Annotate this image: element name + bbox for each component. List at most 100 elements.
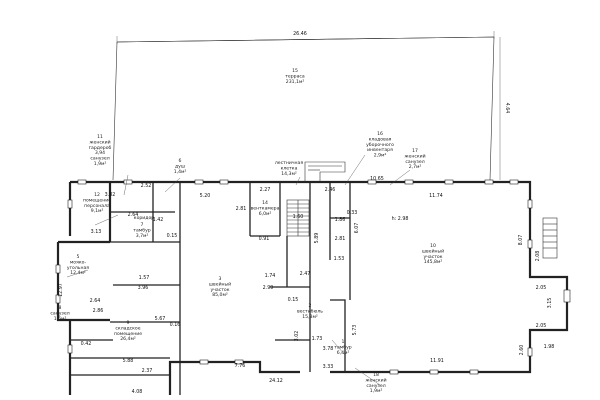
room-label-line: кладовая [369, 137, 392, 142]
dim-24-12: 24.12 [269, 378, 283, 384]
room-label-line: 12,4м² [70, 270, 86, 276]
dimension-labels: 26.46 4.64 5.20 11.74 10.65 2.27 2.46 2.… [58, 31, 554, 395]
exterior-walls [56, 180, 569, 395]
dim-2-64b: 2.64 [90, 298, 101, 304]
dim-2-05b: 2.05 [536, 323, 547, 329]
room-label-line: 1,6м² [54, 316, 67, 322]
room-label-line: 3 [219, 276, 222, 282]
room-label-line: швейный [209, 280, 231, 287]
room-label-line: терраса [285, 74, 305, 79]
dim-5-20: 5.20 [200, 193, 211, 199]
room-label-line: 6 [179, 158, 182, 164]
room-label-line: тамбур [334, 344, 352, 350]
dim-2-52: 2.52 [141, 183, 152, 189]
dim-2-05: 2.05 [536, 285, 547, 291]
room-label-line: 6,4м² [337, 350, 350, 356]
dim-0-16: 0.16 [170, 322, 181, 328]
dim-h-2-98: h: 2.98 [392, 216, 409, 222]
dim-2-37: 2.37 [142, 368, 153, 374]
dim-3-33: 3.33 [323, 364, 334, 370]
room-label-line: помещение [83, 198, 111, 203]
room-label-line: санузел [366, 384, 385, 389]
room-label-line: 14 [262, 200, 268, 206]
dim-0-15b: 0.15 [288, 297, 299, 303]
room-label-line: вестибюль [297, 308, 323, 314]
terrace-outline [112, 31, 501, 181]
room-label-line: тамбур [133, 227, 151, 233]
dim-5-88: 5.88 [123, 358, 134, 364]
dim-right-side: 4.64 [504, 103, 510, 114]
dim-2-60: 2.60 [519, 345, 525, 356]
dim-2-47: 2.47 [300, 271, 311, 277]
room-label-line: женский [404, 152, 425, 159]
room-label-line: 2,9м² [374, 153, 387, 159]
room-label-line: 9,1м² [91, 208, 104, 214]
room-label-line: венткамера [251, 206, 280, 211]
dim-2-81: 2.81 [236, 206, 247, 212]
dim-2-99: 2.99 [263, 285, 274, 291]
dim-5-67: 5.67 [155, 316, 166, 322]
room-label-line: 26,4м² [120, 336, 136, 342]
room-label-line: 1,9м² [94, 161, 107, 167]
room-label-line: 15,8м² [302, 314, 318, 320]
room-label-line: 1,9м² [370, 388, 383, 394]
room-label-line: лестничная [275, 161, 303, 166]
dim-12-97: 12.97 [58, 283, 64, 297]
dim-1-42: 1.42 [153, 217, 164, 223]
room-label-line: участок [423, 255, 442, 260]
dim-1-98: 1.98 [544, 344, 555, 350]
interior-walls [70, 182, 351, 395]
dim-1-57: 1.57 [139, 275, 150, 281]
dim-2-86: 2.86 [93, 308, 104, 314]
room-label-line: мояко- [70, 260, 87, 265]
dim-0-15a: 0.15 [167, 233, 178, 239]
room-label-line: санузел [90, 157, 109, 162]
room-label-line: уборочного [366, 142, 394, 148]
dim-2-08: 2.08 [535, 251, 541, 262]
room-label-line: 3,7м² [136, 233, 149, 239]
room-label-line: угольная [67, 266, 89, 271]
room-label-line: женский [365, 376, 386, 383]
room-label-line: 145,8м² [424, 259, 443, 265]
room-label-line: участок [210, 288, 229, 293]
room-label-line: 11 [97, 134, 103, 140]
room-label-line: 12 [94, 192, 100, 198]
dim-2-64: 2.64 [128, 212, 139, 218]
room-label-line: 16 [377, 131, 383, 137]
stairs [286, 161, 558, 259]
room-label-line: инвентаря [367, 148, 393, 153]
room-label-line: 10 [430, 243, 436, 249]
room-label-line: женский [89, 138, 110, 145]
dim-1-73: 1.73 [312, 336, 323, 342]
room-label-line: 8 [59, 305, 62, 311]
dim-0-42: 0.42 [81, 341, 92, 347]
dim-10-65: 10.65 [370, 176, 384, 182]
room-label-line: гардероб [89, 145, 112, 151]
dim-5-89: 5.89 [314, 233, 320, 244]
dim-3-15: 3.15 [547, 298, 553, 309]
dim-0-91: 0.91 [259, 236, 270, 242]
room-label-line: складское [115, 326, 140, 331]
room-label-line: помещение [114, 332, 142, 337]
room-label-line: 2 [309, 303, 312, 309]
room-label-line: 85,0м² [212, 292, 228, 298]
room-label-line: 1 [342, 339, 345, 345]
dim-3-02: 3.02 [294, 331, 300, 342]
dim-top-width: 26.46 [293, 31, 307, 37]
dim-3-78: 3.78 [323, 346, 334, 352]
dim-2-46: 2.46 [325, 187, 336, 193]
room-label-line: 14,3м² [281, 171, 297, 177]
room-label-line: клетка [281, 166, 298, 171]
